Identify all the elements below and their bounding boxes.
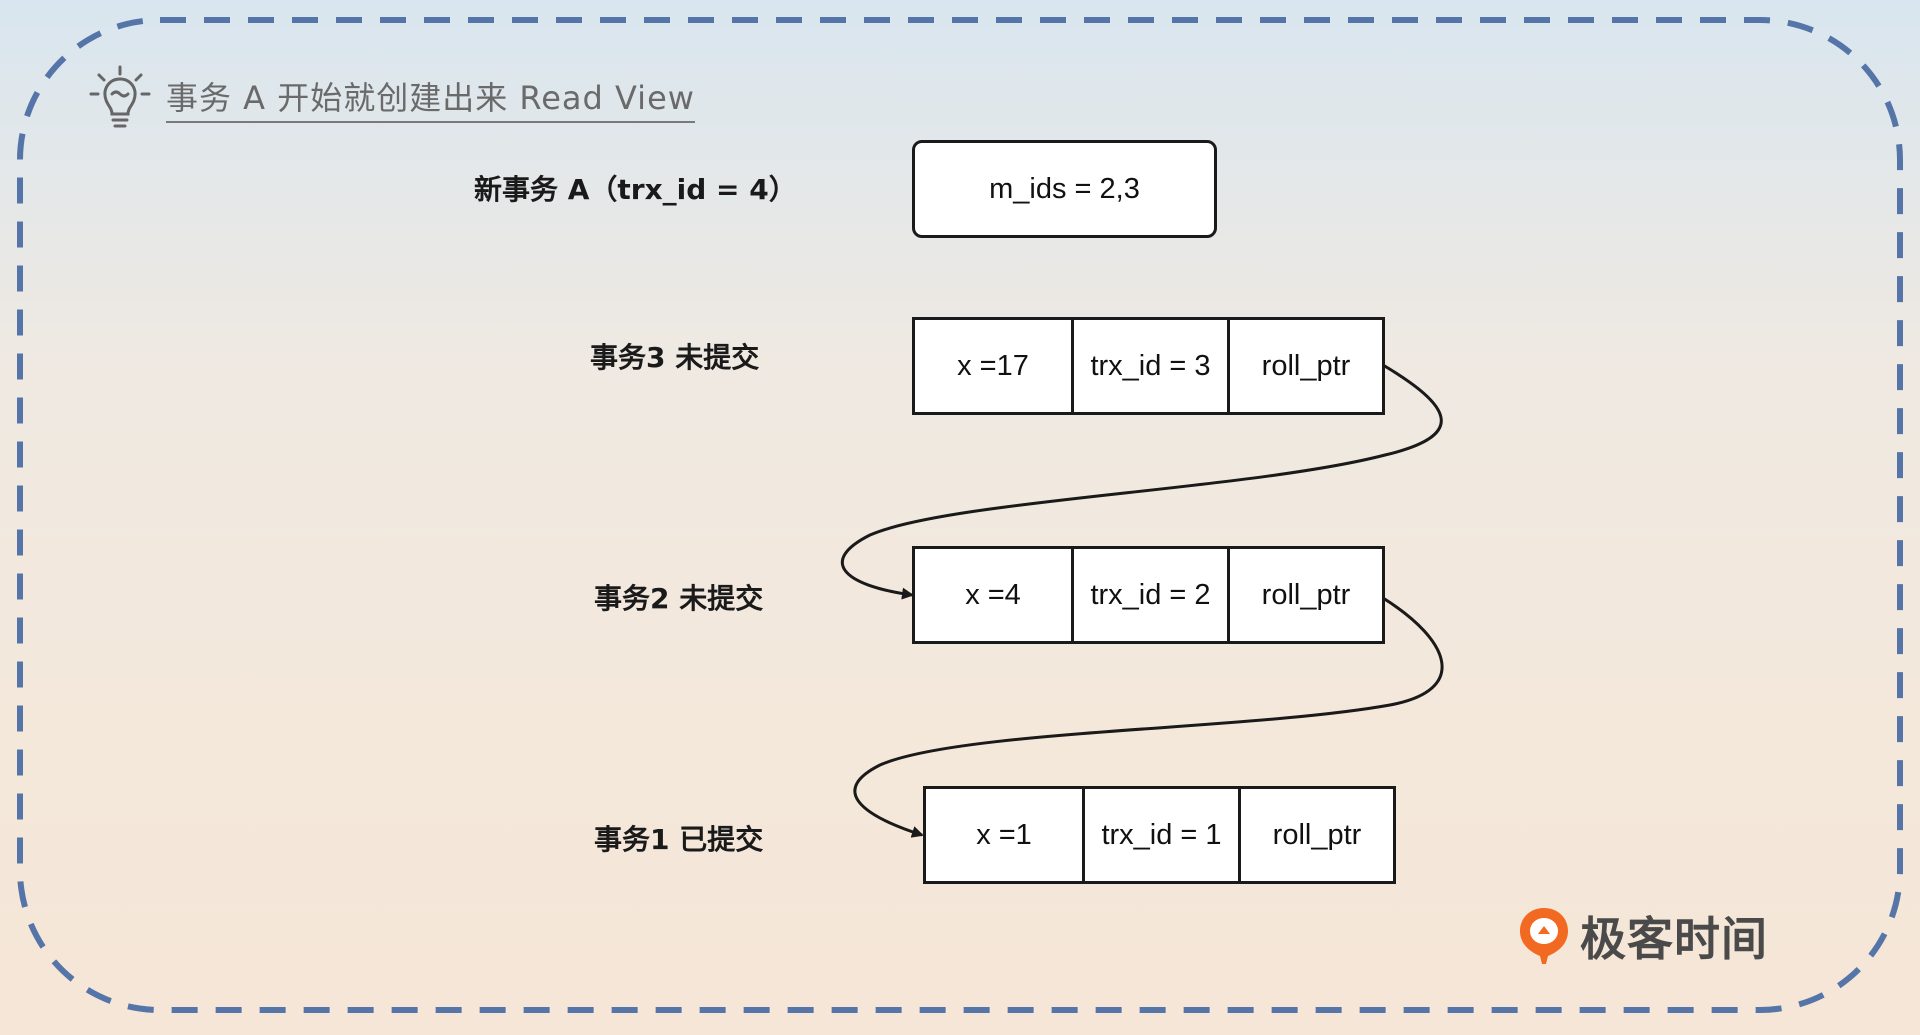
undo-pointer-arrow-2 — [853, 596, 1444, 838]
read-view-box: m_ids = 2,3 — [912, 140, 1217, 238]
slide-title-text: 事务 A 开始就创建出来 Read View — [166, 73, 695, 123]
cell-roll-ptr: roll_ptr — [1227, 549, 1382, 641]
cell-x-value: x =4 — [965, 578, 1021, 611]
cell-trx-id: trx_id = 3 — [1071, 320, 1227, 412]
undo-record-trx1: x =1 trx_id = 1 roll_ptr — [923, 786, 1396, 884]
brand-name: 极客时间 — [1580, 912, 1768, 966]
cell-x-value: x =17 — [957, 349, 1029, 382]
cell-trx-id: trx_id = 2 — [1071, 549, 1227, 641]
row-label-trx1: 事务1 已提交 — [594, 823, 764, 856]
cell-trx-id: trx_id = 1 — [1082, 789, 1238, 881]
undo-pointer-arrow-1 — [840, 363, 1443, 600]
undo-record-trx2: x =4 trx_id = 2 roll_ptr — [912, 546, 1385, 644]
slide-title: 事务 A 开始就创建出来 Read View — [88, 65, 695, 128]
geek-time-logo-icon — [1520, 908, 1568, 964]
cell-roll-ptr: roll_ptr — [1238, 789, 1393, 881]
row-label-trx2: 事务2 未提交 — [594, 582, 764, 615]
undo-record-trx3: x =17 trx_id = 3 roll_ptr — [912, 317, 1385, 415]
read-view-mids: m_ids = 2,3 — [989, 172, 1140, 205]
dashed-frame — [17, 17, 1903, 1013]
cell-roll-ptr: roll_ptr — [1227, 320, 1382, 412]
brand-logo: 极客时间 — [1516, 903, 1768, 969]
lightbulb-icon — [89, 65, 151, 128]
read-view-label: 新事务 A（trx_id = 4） — [474, 173, 797, 206]
cell-x-value: x =1 — [976, 818, 1032, 851]
row-label-trx3: 事务3 未提交 — [590, 341, 760, 374]
